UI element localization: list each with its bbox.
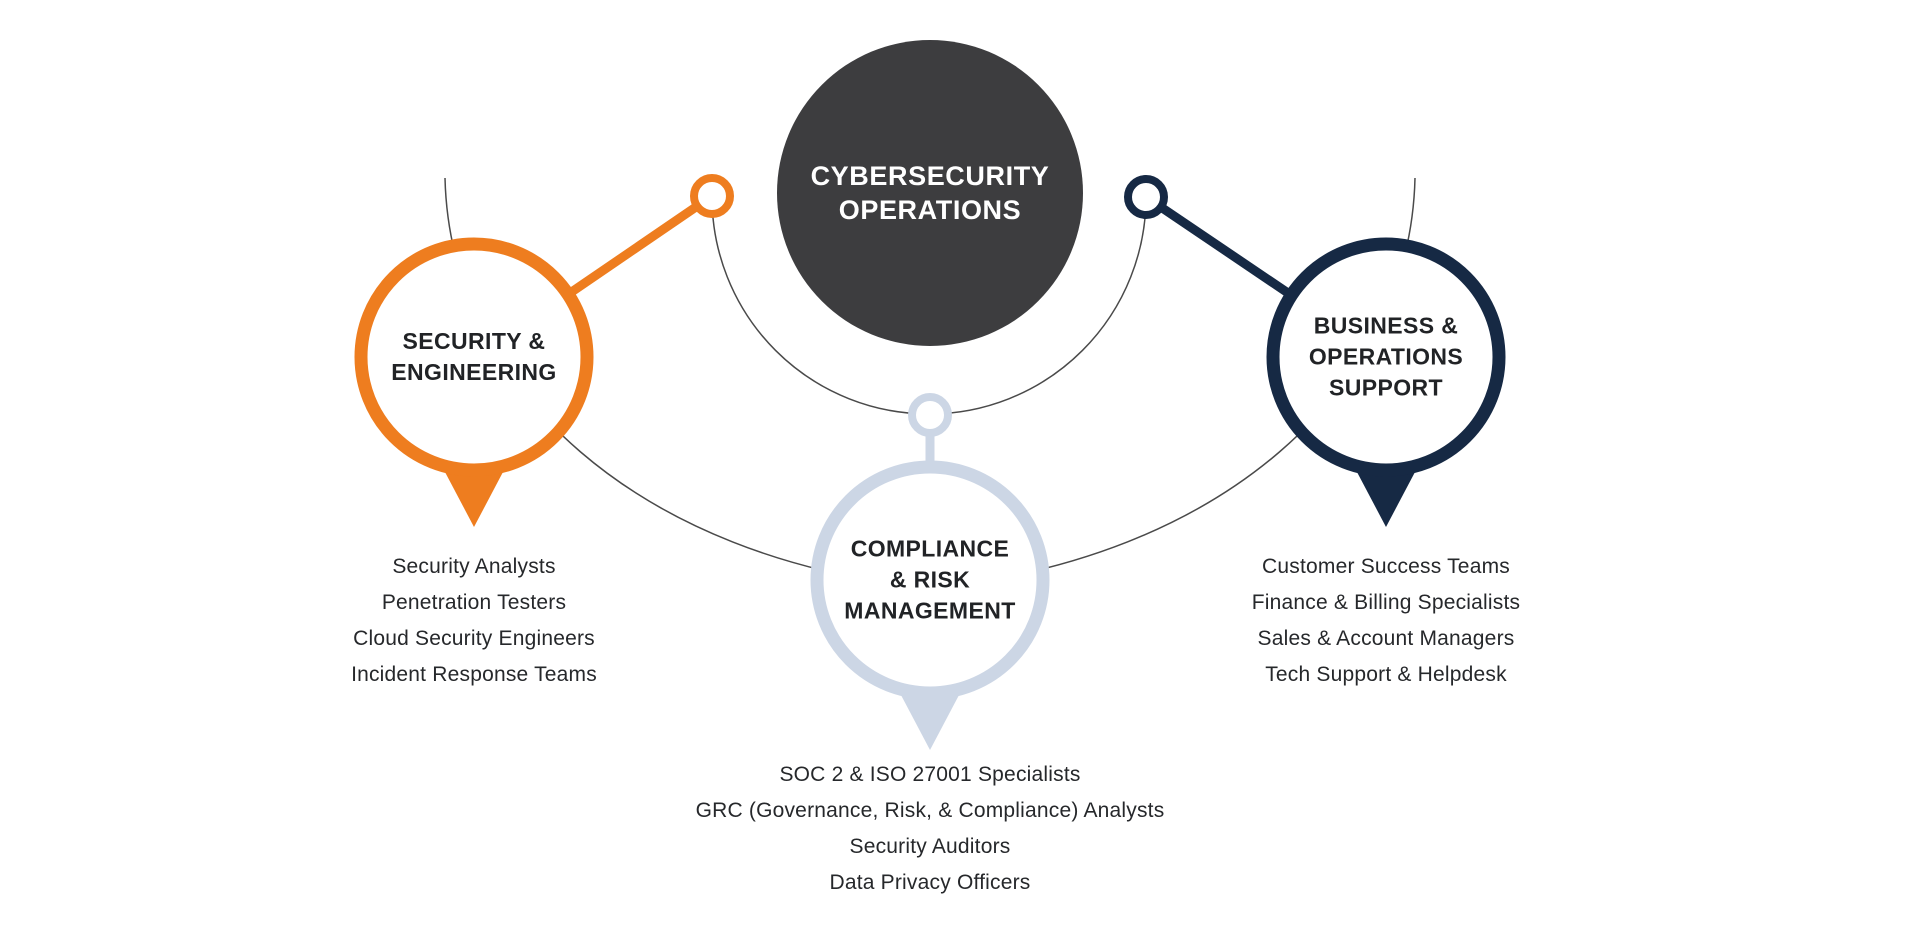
business-circle: [1266, 237, 1506, 477]
list-item: Security Auditors: [849, 835, 1011, 858]
list-item: Security Analysts: [392, 555, 556, 578]
central-hub-label-line: OPERATIONS: [838, 195, 1022, 225]
node-label-line: MANAGEMENT: [844, 597, 1016, 624]
business-connector-line: [1143, 193, 1291, 297]
node-label-line: ENGINEERING: [391, 359, 557, 385]
node-label-line: OPERATIONS: [1308, 343, 1464, 370]
list-item: GRC (Governance, Risk, & Compliance) Ana…: [695, 799, 1165, 822]
node-label-line: & RISK: [889, 566, 971, 593]
security-roles-list: Security Analysts Penetration Testers Cl…: [164, 549, 784, 693]
list-item: Customer Success Teams: [1262, 555, 1510, 578]
central-hub-circle: [777, 40, 1083, 346]
node-label-line: SUPPORT: [1329, 374, 1443, 401]
security-small-ring: [690, 174, 734, 218]
list-item: Incident Response Teams: [351, 663, 597, 686]
business-roles-list: Customer Success Teams Finance & Billing…: [1076, 549, 1696, 693]
node-label-line: COMPLIANCE: [850, 535, 1010, 562]
compliance-roles-list: SOC 2 & ISO 27001 Specialists GRC (Gover…: [620, 757, 1240, 901]
security-circle: [354, 237, 594, 477]
business-small-ring: [1124, 175, 1168, 219]
list-item: Penetration Testers: [381, 591, 567, 614]
compliance-circle: [810, 460, 1050, 700]
list-item: Sales & Account Managers: [1257, 627, 1515, 650]
list-item: SOC 2 & ISO 27001 Specialists: [779, 763, 1081, 786]
list-item: Tech Support & Helpdesk: [1265, 663, 1507, 686]
node-label-line: BUSINESS &: [1313, 312, 1459, 339]
list-item: Finance & Billing Specialists: [1251, 591, 1521, 614]
node-label-business-operations: BUSINESS & OPERATIONS SUPPORT: [1281, 311, 1491, 404]
list-item: Cloud Security Engineers: [353, 627, 595, 650]
node-label-security-engineering: SECURITY & ENGINEERING: [369, 326, 579, 388]
central-hub-label: CYBERSECURITY OPERATIONS: [770, 159, 1090, 227]
node-label-line: SECURITY &: [402, 328, 546, 354]
central-hub-label-line: CYBERSECURITY: [810, 161, 1050, 191]
compliance-small-ring: [908, 393, 952, 437]
security-connector-line: [570, 192, 715, 295]
list-item: Data Privacy Officers: [829, 871, 1031, 894]
node-label-compliance-risk: COMPLIANCE & RISK MANAGEMENT: [825, 534, 1035, 627]
